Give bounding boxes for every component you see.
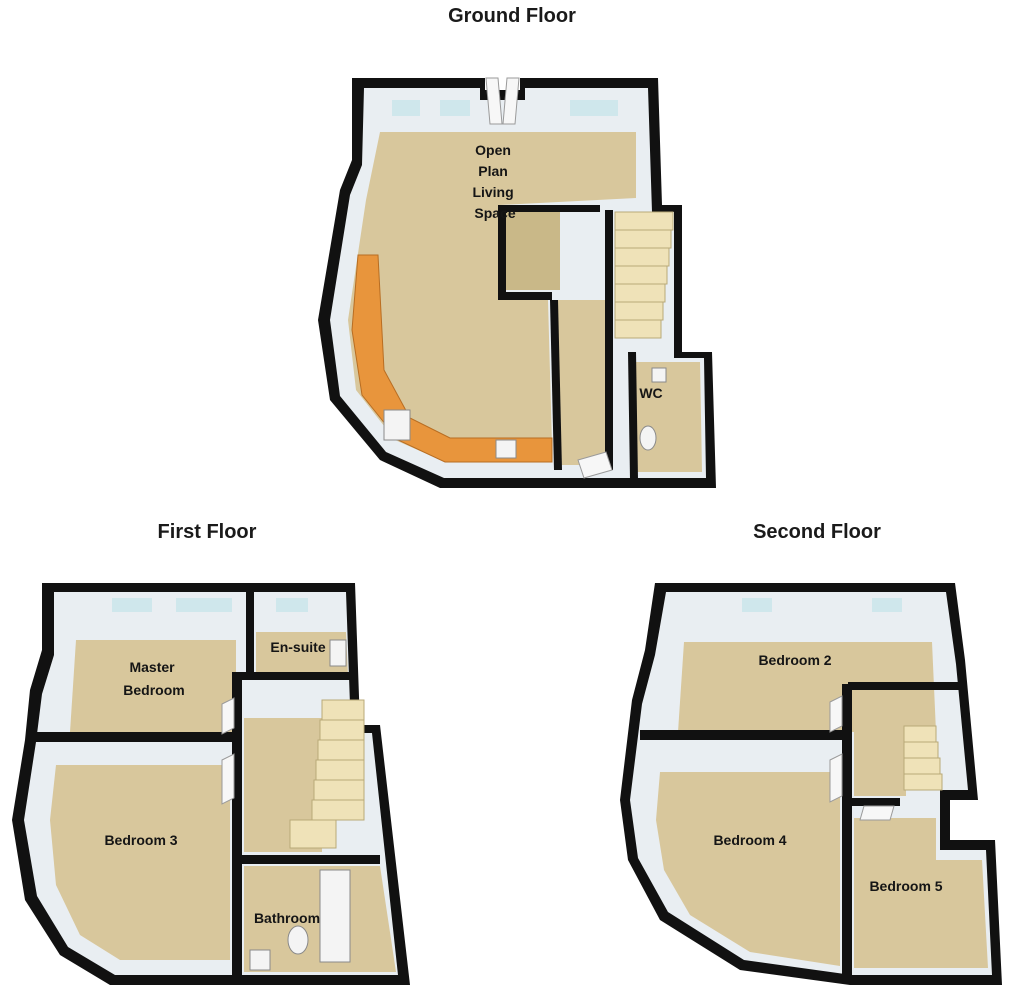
bedroom-2-label: Bedroom 2: [758, 652, 831, 668]
ground-window: [392, 100, 420, 116]
bedroom-3-label: Bedroom 3: [104, 832, 177, 848]
ground-hall-floor: [556, 300, 610, 465]
bathroom-label: Bathroom: [254, 910, 320, 926]
ensuite-window: [276, 598, 308, 612]
ensuite-shower: [329, 639, 347, 667]
master-door: [221, 697, 235, 735]
second-divider-wall: [842, 684, 852, 980]
bedroom-2-door: [829, 695, 843, 733]
first-divider-wall: [30, 732, 240, 742]
ensuite-floor: [256, 632, 348, 676]
kitchen-sink: [495, 439, 517, 459]
second-divider-wall: [852, 798, 900, 806]
wc-label: WC: [639, 385, 662, 401]
front-door: [577, 451, 613, 479]
bedroom-4-label: Bedroom 4: [713, 832, 786, 848]
second-divider-wall: [848, 682, 962, 690]
bedroom-4-floor: [656, 772, 840, 966]
bathroom-toilet: [287, 925, 309, 955]
wc-wall: [628, 352, 638, 480]
ground-cupboard-floor: [500, 210, 560, 290]
ground-floor: Ground Floor: [318, 5, 716, 488]
first-divider-wall: [242, 672, 350, 680]
french-door: [485, 77, 503, 125]
master-bedroom-floor: [70, 640, 236, 732]
second-floor: Second Floor Bedroom 2 Bedroom 4 Bedroo: [620, 521, 1002, 985]
master-bedroom-label: Master Bedroom: [123, 659, 184, 698]
first-floor-title: First Floor: [158, 521, 257, 543]
ground-living-floor: [348, 132, 636, 462]
wc-basin: [651, 367, 667, 383]
first-divider-wall: [242, 855, 380, 864]
ground-window: [440, 100, 470, 116]
ground-hall-wall: [605, 210, 613, 470]
ground-hall-wall: [550, 300, 562, 470]
bedroom-2-window: [742, 598, 772, 612]
wc-floor: [632, 362, 702, 472]
bedroom-2-floor: [678, 642, 936, 732]
bedroom-5-floor: [854, 818, 988, 968]
master-window: [112, 598, 152, 612]
second-floor-title: Second Floor: [753, 521, 881, 543]
bedroom-4-door: [829, 753, 843, 803]
bathroom-bath: [319, 869, 351, 963]
kitchen-hob: [383, 409, 411, 441]
bedroom-3-door: [221, 753, 235, 805]
first-landing-floor: [244, 718, 322, 852]
master-window: [176, 598, 232, 612]
first-divider-wall: [232, 672, 242, 975]
bathroom-basin: [249, 949, 271, 971]
ensuite-label: En-suite: [270, 639, 325, 655]
bedroom-5-label: Bedroom 5: [869, 878, 942, 894]
ground-window: [570, 100, 618, 116]
first-staircase: [289, 699, 365, 849]
ensuite-wall: [246, 588, 254, 680]
bedroom-2-window: [872, 598, 902, 612]
second-divider-wall: [640, 730, 845, 740]
french-door: [502, 77, 520, 125]
bedroom-3-floor: [50, 765, 230, 960]
bedroom-5-door: [859, 805, 895, 821]
second-landing-floor: [854, 722, 906, 796]
living-space-label: Open Plan Living Space: [472, 142, 517, 221]
second-staircase: [903, 725, 943, 791]
first-floor: First Floor Master Bedroom En-suite: [12, 521, 410, 985]
wc-toilet: [639, 425, 657, 451]
ground-staircase: [614, 211, 674, 339]
ground-floor-title: Ground Floor: [448, 5, 576, 27]
